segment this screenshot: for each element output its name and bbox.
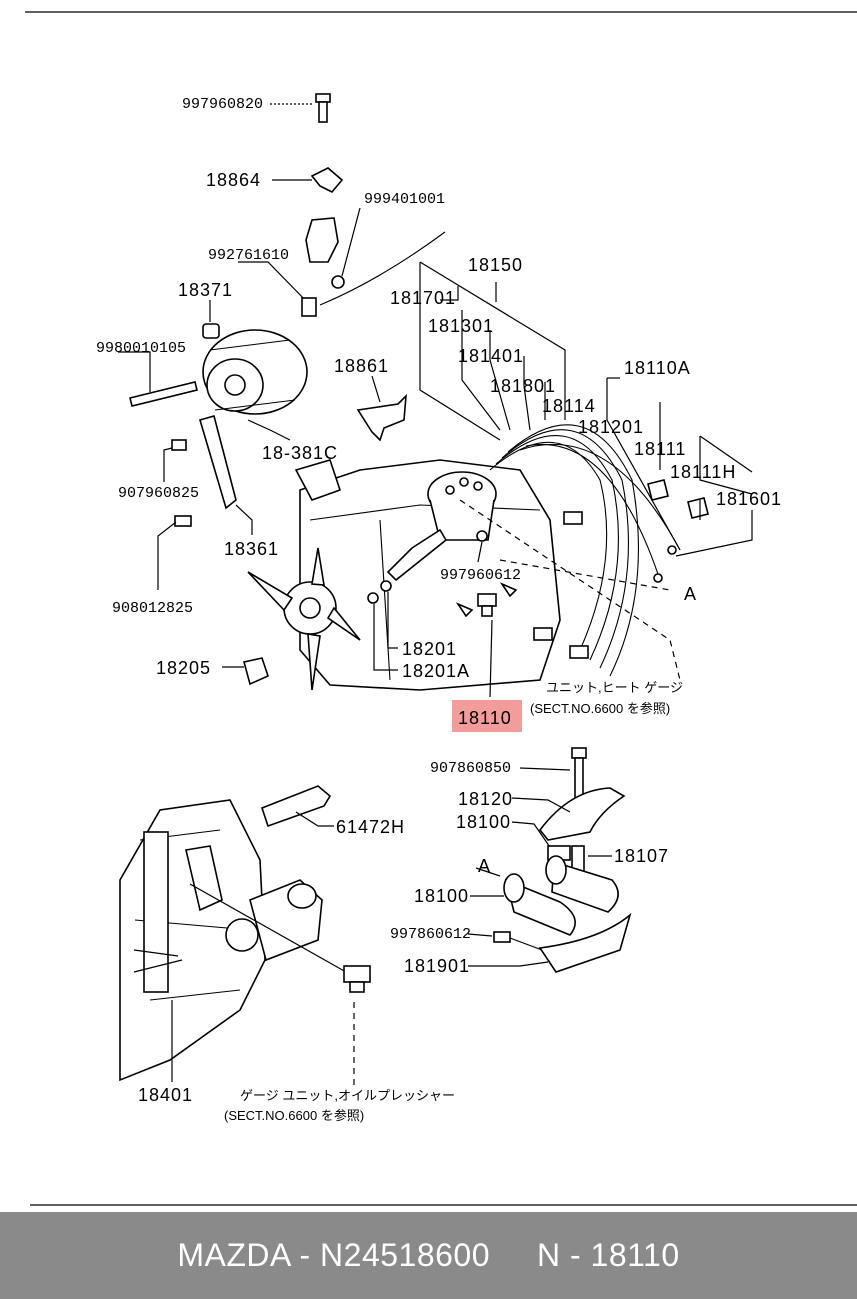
- label-18110: 18110: [458, 708, 512, 728]
- label-61472H: 61472H: [336, 817, 405, 837]
- footer-part-number: MAZDA - N24518600 N - 18110: [177, 1237, 680, 1273]
- label-18401: 18401: [138, 1085, 193, 1105]
- label-181901: 181901: [404, 956, 470, 976]
- alternator-icon: [202, 329, 308, 415]
- label-18150: 18150: [468, 255, 523, 275]
- label-18100-upper: 18100: [456, 812, 511, 832]
- label-18371: 18371: [178, 280, 233, 300]
- bolt-icon: [301, 297, 317, 317]
- label-18205: 18205: [156, 658, 211, 678]
- label-908012825: 908012825: [112, 600, 193, 617]
- bracket-icon: [538, 787, 626, 841]
- label-907860850: 907860850: [430, 760, 511, 777]
- label-997960820: 997960820: [182, 96, 263, 113]
- ignition-wires-icon: [489, 424, 681, 677]
- label-9980010105: 9980010105: [96, 340, 186, 357]
- strap-icon: [199, 415, 237, 510]
- label-18861: 18861: [334, 356, 389, 376]
- washer-icon: [367, 592, 379, 604]
- label-18-381C: 18-381C: [262, 443, 338, 463]
- ignition-coil-icon: [503, 855, 619, 936]
- label-992761610: 992761610: [208, 247, 289, 264]
- bolt-icon: [129, 381, 198, 407]
- note-heat-gauge-line1: ユニット,ヒート ゲージ: [546, 680, 683, 695]
- clip-icon: [687, 497, 709, 519]
- highlight-box: [452, 700, 522, 732]
- label-A-upper: A: [684, 584, 697, 604]
- label-181701: 181701: [390, 288, 456, 308]
- label-181301: 181301: [428, 316, 494, 336]
- label-997960612: 997960612: [440, 567, 521, 584]
- label-18111H: 18111H: [670, 462, 736, 482]
- label-997860612: 997860612: [390, 926, 471, 943]
- bushing-icon: [202, 323, 220, 339]
- label-181401: 181401: [458, 346, 524, 366]
- label-18201A: 18201A: [402, 661, 470, 681]
- clip-icon: [647, 479, 669, 501]
- label-907960825: 907960825: [118, 485, 199, 502]
- label-999401001: 999401001: [364, 191, 445, 208]
- bolt-icon: [476, 530, 488, 542]
- bolt-icon: [270, 93, 331, 123]
- bracket-icon: [356, 393, 407, 442]
- label-A-lower: A: [478, 856, 491, 876]
- bracket-icon: [310, 167, 344, 193]
- label-181801: 181801: [490, 376, 556, 396]
- transmission-icon: [119, 799, 266, 1082]
- bolt-icon: [493, 931, 511, 943]
- note-oil-pressure-line2: (SECT.NO.6600 を参照): [224, 1108, 364, 1123]
- bracket-icon: [261, 785, 332, 828]
- distributor-icon: [386, 471, 497, 582]
- label-18864: 18864: [206, 170, 261, 190]
- label-18111: 18111: [634, 439, 686, 459]
- housing-icon: [294, 459, 342, 501]
- label-18110A: 18110A: [624, 358, 691, 378]
- washer-icon: [380, 580, 392, 592]
- label-18361: 18361: [224, 539, 279, 559]
- bracket-icon: [538, 912, 632, 973]
- note-heat-gauge-line2: (SECT.NO.6600 を参照): [530, 701, 670, 716]
- fan-icon: [247, 547, 361, 691]
- sensor-icon: [455, 582, 518, 618]
- nut-icon: [331, 275, 345, 289]
- clamp-icon: [305, 217, 339, 263]
- label-18120: 18120: [458, 789, 513, 809]
- engine-icon: [299, 459, 561, 691]
- bolt-icon: [174, 515, 192, 527]
- clip-icon: [243, 657, 269, 686]
- terminal-icon: [667, 545, 677, 555]
- note-oil-pressure-line1: ゲージ ユニット,オイルプレッシャー: [240, 1088, 455, 1103]
- label-18100-lower: 18100: [414, 886, 469, 906]
- label-18201: 18201: [402, 639, 457, 659]
- label-18107: 18107: [614, 846, 669, 866]
- parts-diagram: 997960820 18864 999401001 992761610 1815…: [25, 11, 857, 1206]
- footer-bar: MAZDA - N24518600 N - 18110: [0, 1212, 857, 1299]
- bolt-icon: [171, 439, 187, 451]
- cable-icon: [319, 231, 446, 306]
- oil-pressure-sender-icon: [343, 965, 371, 993]
- starter-motor-icon: [225, 879, 323, 962]
- label-181601: 181601: [716, 489, 782, 509]
- label-18114: 18114: [542, 396, 596, 416]
- terminal-icon: [653, 573, 663, 583]
- label-181201: 181201: [578, 417, 644, 437]
